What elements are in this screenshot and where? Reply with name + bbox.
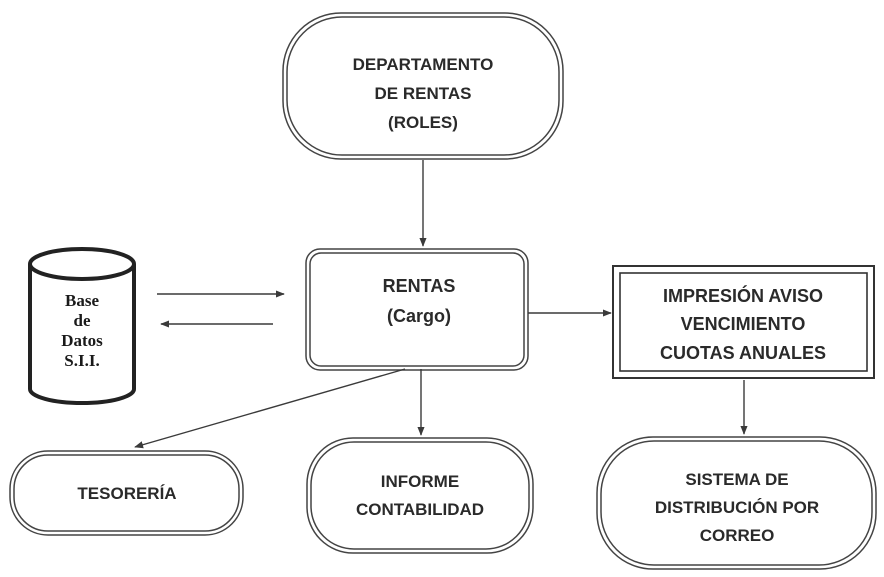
node-rentas-inner-border — [309, 252, 525, 367]
node-sistema-line-1: SISTEMA DE — [685, 470, 788, 489]
node-base-datos: Base de Datos S.I.I. — [28, 247, 136, 405]
node-impresion-outer-border — [612, 265, 875, 379]
node-rentas-outer-border — [305, 248, 529, 371]
node-departamento-line-1: DEPARTAMENTO — [353, 55, 494, 74]
node-tesoreria-line-1: TESORERÍA — [77, 484, 176, 503]
database-line-4: S.I.I. — [64, 351, 99, 370]
database-top — [28, 247, 136, 281]
node-departamento-line-2: DE RENTAS — [375, 84, 472, 103]
database-line-1: Base — [65, 291, 99, 310]
node-rentas-cargo: RENTAS (Cargo) — [305, 248, 529, 371]
node-tesoreria-inner-border — [13, 454, 240, 532]
node-tesoreria: TESORERÍA — [9, 450, 244, 536]
node-sistema-line-2: DISTRIBUCIÓN POR — [655, 498, 819, 517]
node-informe-outer-border — [306, 437, 534, 554]
node-tesoreria-outer-border — [9, 450, 244, 536]
node-impresion-line-2: VENCIMIENTO — [681, 314, 806, 334]
node-rentas-line-2: (Cargo) — [387, 306, 451, 326]
node-impresion-inner-border — [619, 272, 868, 372]
node-departamento-line-3: (ROLES) — [388, 113, 458, 132]
arrow-rentas-to-tesoreria — [134, 368, 406, 449]
node-informe-line-2: CONTABILIDAD — [356, 500, 484, 519]
node-sistema-distribucion: SISTEMA DE DISTRIBUCIÓN POR CORREO — [596, 436, 877, 570]
database-line-3: Datos — [61, 331, 103, 350]
node-impresion-line-3: CUOTAS ANUALES — [660, 343, 826, 363]
node-informe-contabilidad: INFORME CONTABILIDAD — [306, 437, 534, 554]
node-sistema-line-3: CORREO — [700, 526, 775, 545]
database-line-2: de — [74, 311, 91, 330]
node-informe-inner-border — [310, 441, 530, 550]
node-sistema-outer-border — [596, 436, 877, 570]
node-impresion-aviso: IMPRESIÓN AVISO VENCIMIENTO CUOTAS ANUAL… — [612, 265, 875, 379]
node-impresion-line-1: IMPRESIÓN AVISO — [663, 285, 823, 306]
database-body — [28, 264, 136, 405]
node-informe-line-1: INFORME — [381, 472, 459, 491]
node-sistema-inner-border — [600, 440, 873, 566]
node-departamento-outer-border — [282, 12, 564, 160]
node-rentas-line-1: RENTAS — [383, 276, 456, 296]
node-departamento-inner-border — [286, 16, 560, 156]
node-departamento-rentas: DEPARTAMENTO DE RENTAS (ROLES) — [282, 12, 564, 160]
